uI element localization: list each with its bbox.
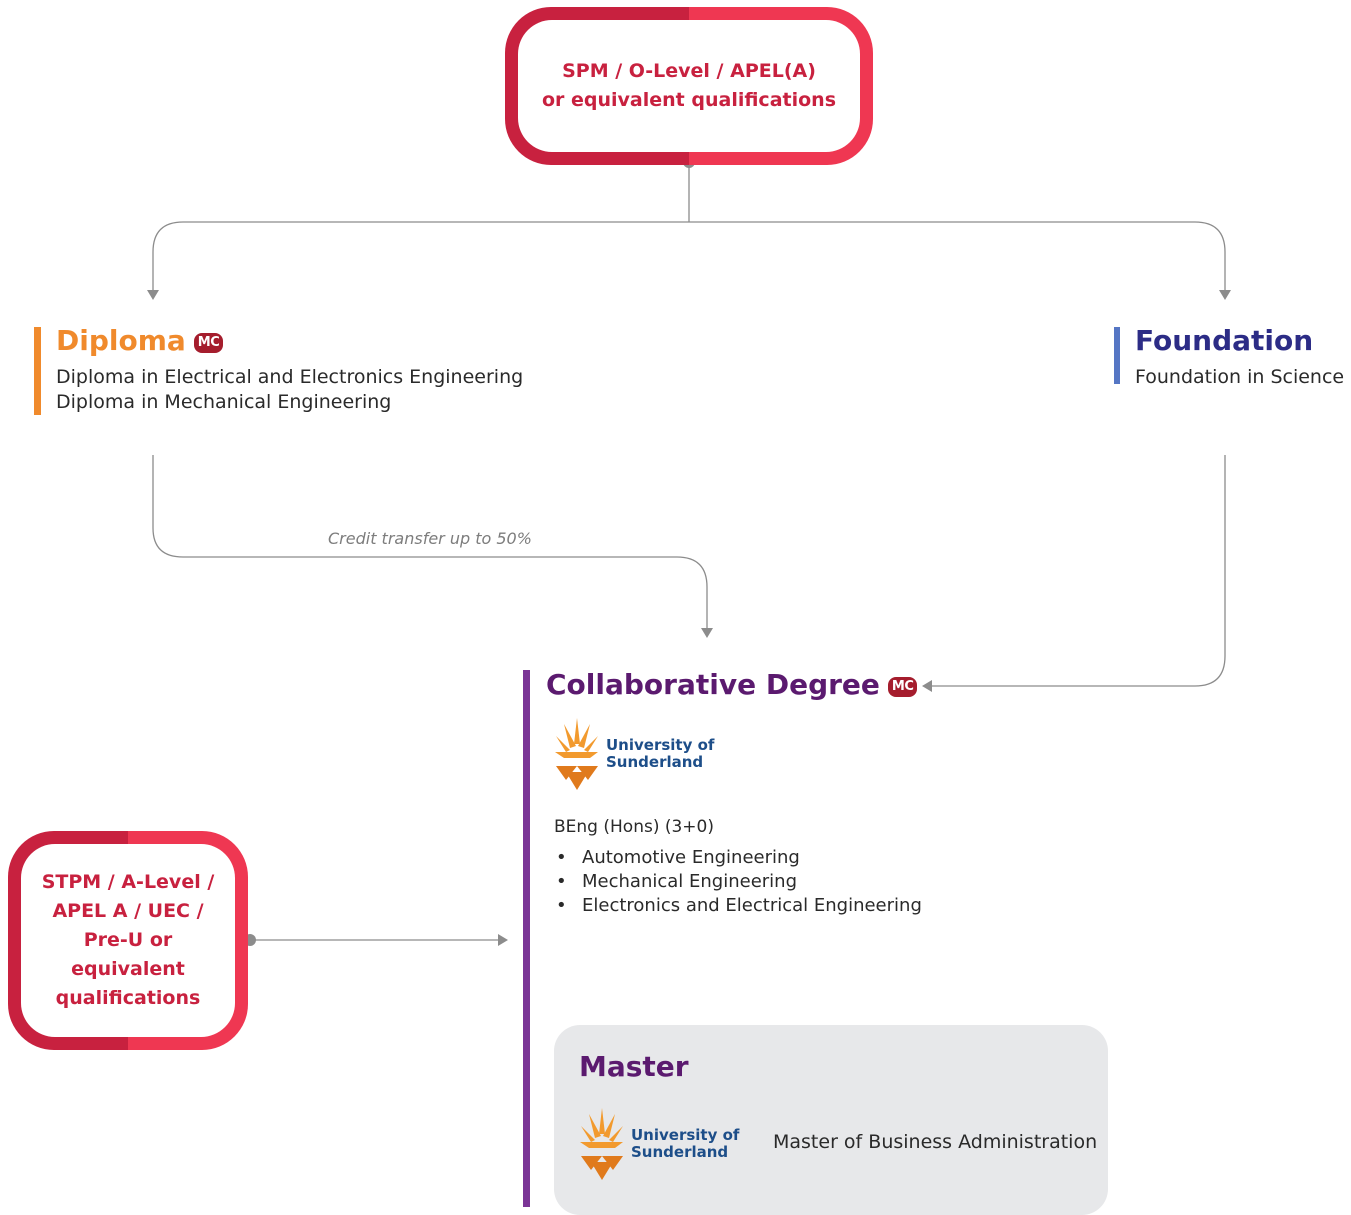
- entry-stpm-line-5: qualifications: [55, 987, 201, 1009]
- entry-spm-line-2: or equivalent qualifications: [541, 89, 837, 111]
- connector-diploma-to-degree: [152, 455, 708, 630]
- degree-programme-item: Automotive Engineering: [554, 846, 922, 870]
- mc-badge: MC: [887, 677, 918, 697]
- sunderland-logo-text: University of Sunderland: [631, 1127, 739, 1161]
- degree-accent-bar: [523, 670, 530, 1207]
- entry-requirement-spm: SPM / O-Level / APEL(A) or equivalent qu…: [505, 7, 873, 165]
- sunderland-logo-icon: [580, 1108, 623, 1180]
- entry-stpm-line-2: APEL A / UEC /: [52, 900, 204, 922]
- arrow-down-icon: [147, 290, 159, 300]
- logo-text-line-1: University of: [631, 1126, 740, 1144]
- connector-foundation-to-degree: [930, 455, 1226, 687]
- arrow-down-icon: [701, 628, 713, 638]
- entry-requirement-stpm: STPM / A-Level / APEL A / UEC / Pre-U or…: [8, 831, 248, 1050]
- diploma-programme-1: Diploma in Electrical and Electronics En…: [56, 366, 524, 388]
- foundation-title: Foundation: [1135, 324, 1314, 357]
- connector-to-diploma: [152, 221, 689, 292]
- arrow-left-icon: [922, 680, 932, 692]
- degree-title-text: Collaborative Degree: [546, 668, 880, 701]
- diploma-title: Diploma MC: [56, 324, 224, 357]
- entry-requirement-stpm-label: STPM / A-Level / APEL A / UEC / Pre-U or…: [21, 844, 235, 1037]
- credit-transfer-note: Credit transfer up to 50%: [328, 529, 532, 548]
- degree-programme-list: Automotive Engineering Mechanical Engine…: [554, 846, 922, 918]
- entry-stpm-line-1: STPM / A-Level /: [41, 871, 215, 893]
- entry-stpm-line-4: equivalent: [71, 958, 185, 980]
- arrow-right-icon: [498, 934, 508, 946]
- sunderland-logo: University of Sunderland: [579, 1106, 739, 1182]
- logo-text-line-2: Sunderland: [631, 1143, 729, 1161]
- logo-text-line-2: Sunderland: [606, 753, 704, 771]
- degree-programme-item: Mechanical Engineering: [554, 870, 922, 894]
- mc-badge: MC: [193, 333, 224, 353]
- diploma-title-text: Diploma: [56, 324, 186, 357]
- sunderland-logo-text: University of Sunderland: [606, 737, 714, 771]
- diploma-accent-bar: [34, 327, 41, 415]
- master-programme: Master of Business Administration: [773, 1131, 1098, 1153]
- foundation-programme-1: Foundation in Science: [1135, 366, 1345, 388]
- sunderland-logo: University of Sunderland: [554, 716, 714, 792]
- master-title: Master: [579, 1050, 689, 1083]
- degree-award: BEng (Hons) (3+0): [554, 817, 714, 837]
- entry-stpm-line-3: Pre-U or: [83, 929, 173, 951]
- entry-requirement-spm-label: SPM / O-Level / APEL(A) or equivalent qu…: [518, 20, 860, 152]
- master-panel: [554, 1025, 1108, 1215]
- degree-title: Collaborative Degree MC: [546, 668, 918, 701]
- foundation-accent-bar: [1114, 327, 1120, 384]
- entry-spm-line-1: SPM / O-Level / APEL(A): [562, 60, 816, 82]
- logo-text-line-1: University of: [606, 736, 715, 754]
- connector-to-foundation: [689, 221, 1226, 292]
- sunderland-logo-icon: [555, 718, 598, 790]
- arrow-down-icon: [1219, 290, 1231, 300]
- degree-programme-item: Electronics and Electrical Engineering: [554, 894, 922, 918]
- diploma-programme-2: Diploma in Mechanical Engineering: [56, 391, 392, 413]
